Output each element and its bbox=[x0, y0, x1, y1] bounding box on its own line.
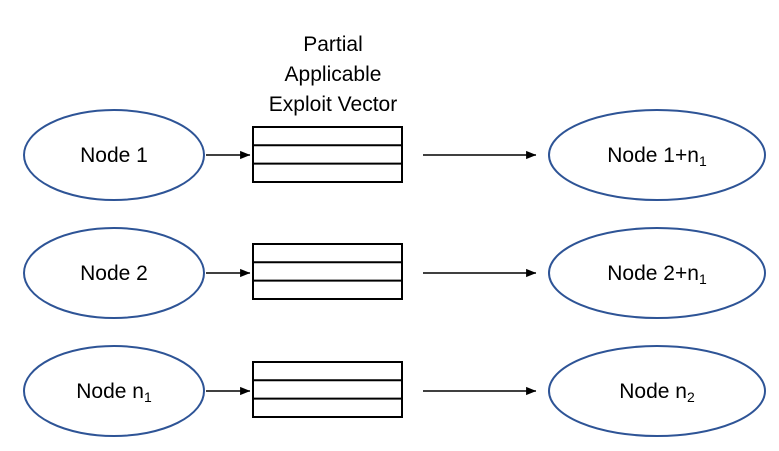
source-node-1[interactable]: Node 1 bbox=[23, 109, 205, 201]
source-node-3[interactable]: Node n1 bbox=[23, 345, 205, 437]
source-node-3-ellipse[interactable] bbox=[23, 345, 205, 437]
caption-line-3: Exploit Vector bbox=[269, 93, 397, 116]
exploit-vector-1[interactable] bbox=[252, 126, 403, 183]
exploit-vector-3-box[interactable] bbox=[252, 361, 403, 418]
target-node-2[interactable]: Node 2+n1 bbox=[548, 227, 766, 319]
caption-block: Partial Applicable Exploit Vector bbox=[269, 33, 397, 116]
exploit-vector-1-box[interactable] bbox=[252, 126, 403, 183]
exploit-vector-2-box[interactable] bbox=[252, 243, 403, 300]
source-node-1-label: Node 1 bbox=[80, 144, 148, 167]
caption-line-1: Partial bbox=[303, 33, 363, 56]
target-node-3-label: Node n2 bbox=[619, 380, 695, 405]
exploit-vector-2[interactable] bbox=[252, 243, 403, 300]
exploit-vector-3[interactable] bbox=[252, 361, 403, 418]
target-node-2-ellipse[interactable] bbox=[548, 227, 766, 319]
target-node-2-label: Node 2+n1 bbox=[607, 262, 707, 287]
target-node-3-ellipse[interactable] bbox=[548, 345, 766, 437]
target-node-3[interactable]: Node n2 bbox=[548, 345, 766, 437]
caption-line-2: Applicable bbox=[285, 63, 382, 86]
source-node-2-label: Node 2 bbox=[80, 262, 148, 285]
target-node-1[interactable]: Node 1+n1 bbox=[548, 109, 766, 201]
source-node-2[interactable]: Node 2 bbox=[23, 227, 205, 319]
target-node-1-ellipse[interactable] bbox=[548, 109, 766, 201]
target-node-1-label: Node 1+n1 bbox=[607, 144, 707, 169]
source-node-1-ellipse[interactable] bbox=[23, 109, 205, 201]
row-3: Node n1 Node n2 bbox=[23, 345, 766, 437]
row-1: Node 1 Node 1+n1 bbox=[23, 109, 766, 201]
row-2: Node 2 Node 2+n1 bbox=[23, 227, 766, 319]
source-node-3-label: Node n1 bbox=[76, 380, 152, 405]
source-node-2-ellipse[interactable] bbox=[23, 227, 205, 319]
